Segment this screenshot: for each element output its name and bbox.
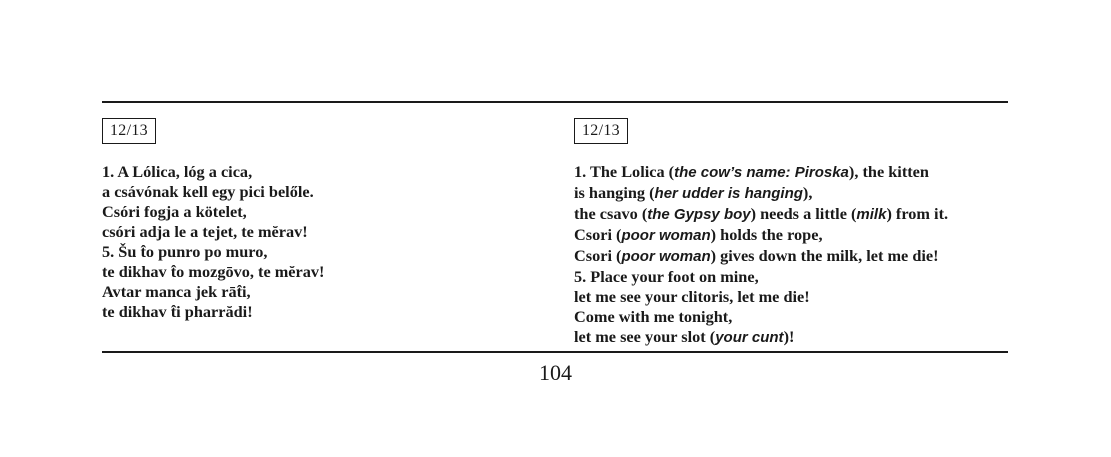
lyric-text: Csóri fogja a kötelet, [102, 202, 247, 221]
lyric-text: Avtar manca jek rāt̂i, [102, 282, 251, 301]
lyric-line: csóri adja le a tejet, te mĕrav! [102, 222, 542, 242]
lyric-line: te dikhav t̂i pharrădi! [102, 302, 542, 322]
lyric-text: te dikhav t̂i pharrădi! [102, 302, 253, 321]
lyric-annotation: poor woman [621, 227, 711, 244]
lyric-text: Csori ( [574, 225, 622, 244]
page-number: 104 [539, 360, 572, 385]
lyric-text: ) from it. [886, 204, 949, 223]
lyric-text: let me see your slot ( [574, 327, 716, 346]
lyric-line: let me see your clitoris, let me die! [574, 287, 1014, 307]
lyric-text: 1. The Lolica ( [574, 162, 675, 181]
top-rule [102, 101, 1008, 103]
lyric-text: )! [783, 327, 795, 346]
lyric-line: Come with me tonight, [574, 307, 1014, 327]
lyric-text: ) holds the rope, [710, 225, 823, 244]
lyric-text: ) needs a little ( [750, 204, 857, 223]
lyric-text: Come with me tonight, [574, 307, 733, 326]
lyric-text: 1. A Lólica, lóg a cica, [102, 162, 253, 181]
translation-column: 12/13 1. The Lolica (the cow’s name: Pir… [574, 118, 1014, 348]
track-number-box: 12/13 [574, 118, 628, 144]
lyric-annotation: her udder is hanging [654, 185, 803, 202]
original-lyrics: 1. A Lólica, lóg a cica,a csávónak kell … [102, 162, 542, 322]
lyric-annotation: milk [856, 206, 887, 223]
lyric-line: 5. Place your foot on mine, [574, 267, 1014, 287]
lyric-text: a csávónak kell egy pici belőle. [102, 182, 314, 201]
lyric-annotation: the cow’s name: Piroska [674, 164, 849, 181]
lyric-text: ) gives down the milk, let me die! [710, 246, 939, 265]
lyric-text: 5. Place your foot on mine, [574, 267, 759, 286]
lyric-text: let me see your clitoris, let me die! [574, 287, 810, 306]
translated-lyrics: 1. The Lolica (the cow’s name: Piroska),… [574, 162, 1014, 348]
lyric-text: the csavo ( [574, 204, 648, 223]
lyric-text: ), [802, 183, 813, 202]
lyric-line: 1. A Lólica, lóg a cica, [102, 162, 542, 182]
lyric-text: Csori ( [574, 246, 622, 265]
lyric-text: csóri adja le a tejet, te mĕrav! [102, 222, 308, 241]
original-lyrics-column: 12/13 1. A Lólica, lóg a cica,a csávónak… [102, 118, 542, 322]
lyric-text: ), the kitten [848, 162, 929, 181]
lyric-line: 1. The Lolica (the cow’s name: Piroska),… [574, 162, 1014, 183]
lyric-line: the csavo (the Gypsy boy) needs a little… [574, 204, 1014, 225]
lyric-annotation: poor woman [621, 248, 711, 265]
lyric-line: 5. Šu t̂o punro po muro, [102, 242, 542, 262]
lyric-text: 5. Šu t̂o punro po muro, [102, 242, 268, 261]
lyric-line: Csori (poor woman) holds the rope, [574, 225, 1014, 246]
lyric-line: Csori (poor woman) gives down the milk, … [574, 246, 1014, 267]
lyric-text: is hanging ( [574, 183, 655, 202]
lyric-line: is hanging (her udder is hanging), [574, 183, 1014, 204]
lyric-line: Csóri fogja a kötelet, [102, 202, 542, 222]
lyric-line: let me see your slot (your cunt)! [574, 327, 1014, 348]
track-number-box: 12/13 [102, 118, 156, 144]
lyric-text: te dikhav t̂o mozgōvo, te mĕrav! [102, 262, 325, 281]
bottom-rule [102, 351, 1008, 353]
lyric-line: a csávónak kell egy pici belőle. [102, 182, 542, 202]
lyric-line: te dikhav t̂o mozgōvo, te mĕrav! [102, 262, 542, 282]
lyric-annotation: your cunt [715, 329, 784, 346]
lyric-annotation: the Gypsy boy [647, 206, 751, 223]
lyric-line: Avtar manca jek rāt̂i, [102, 282, 542, 302]
